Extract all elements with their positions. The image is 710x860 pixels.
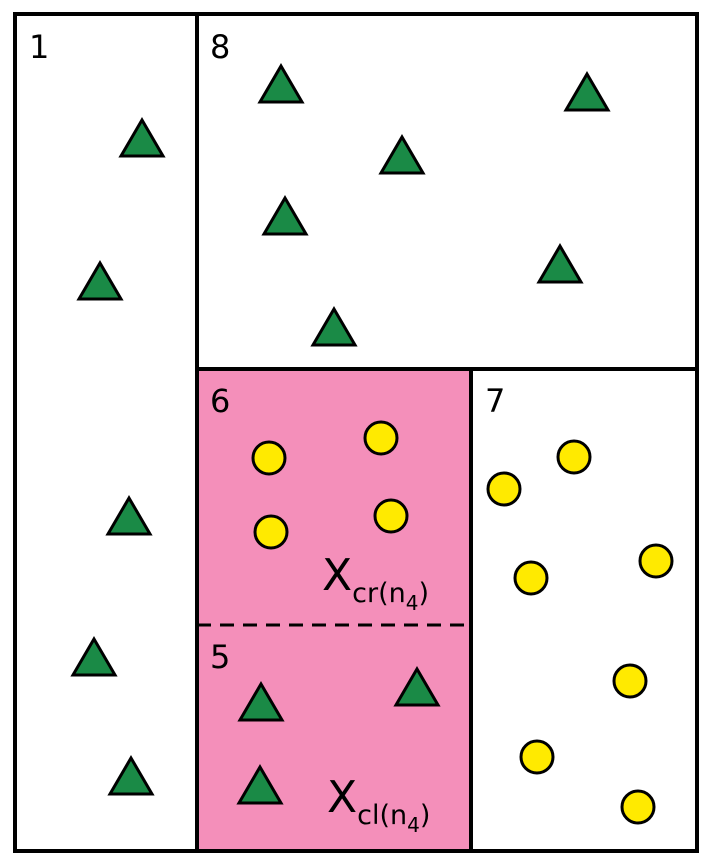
green-triangle-marker bbox=[393, 666, 441, 707]
markers-layer bbox=[70, 63, 674, 825]
xcl-close: ) bbox=[420, 800, 431, 831]
green-triangle-marker bbox=[536, 243, 584, 284]
region-label-6: 6 bbox=[210, 382, 230, 420]
xcr-subsub: 4 bbox=[406, 591, 419, 615]
green-triangle-marker bbox=[76, 260, 124, 301]
region-label-5: 5 bbox=[210, 638, 230, 676]
yellow-circle-marker bbox=[251, 440, 287, 476]
green-triangle-marker bbox=[310, 306, 358, 347]
xcr-sub: cr(n bbox=[352, 578, 406, 609]
xcl-subsub: 4 bbox=[407, 813, 420, 837]
green-triangle-marker bbox=[236, 764, 284, 805]
yellow-circle-marker bbox=[638, 543, 674, 579]
green-triangle-marker bbox=[378, 134, 426, 175]
yellow-circle-marker bbox=[486, 471, 522, 507]
highlighted-region bbox=[197, 369, 471, 851]
region-label-7: 7 bbox=[485, 382, 505, 420]
green-triangle-marker bbox=[237, 681, 285, 722]
xcr-close: ) bbox=[418, 578, 429, 609]
region-label-1: 1 bbox=[29, 28, 49, 66]
outer-border bbox=[13, 12, 699, 853]
yellow-circle-marker bbox=[363, 420, 399, 456]
yellow-circle-marker bbox=[556, 439, 592, 475]
green-triangle-marker bbox=[563, 71, 611, 112]
green-triangle-marker bbox=[105, 495, 153, 536]
xcl-label: Xcl(n4) bbox=[327, 772, 430, 837]
yellow-circle-marker bbox=[612, 663, 648, 699]
yellow-circle-marker bbox=[253, 514, 289, 550]
xcl-main: X bbox=[327, 772, 357, 823]
green-triangle-marker bbox=[257, 63, 305, 104]
green-triangle-marker bbox=[70, 636, 118, 677]
green-triangle-marker bbox=[118, 117, 166, 158]
yellow-circle-marker bbox=[519, 739, 555, 775]
yellow-circle-marker bbox=[513, 560, 549, 596]
xcr-label: Xcr(n4) bbox=[322, 550, 429, 615]
green-triangle-marker bbox=[107, 755, 155, 796]
green-triangle-marker bbox=[261, 195, 309, 236]
region-label-8: 8 bbox=[210, 28, 230, 66]
yellow-circle-marker bbox=[620, 789, 656, 825]
xcl-sub: cl(n bbox=[357, 800, 407, 831]
xcr-main: X bbox=[322, 550, 352, 601]
yellow-circle-marker bbox=[373, 498, 409, 534]
